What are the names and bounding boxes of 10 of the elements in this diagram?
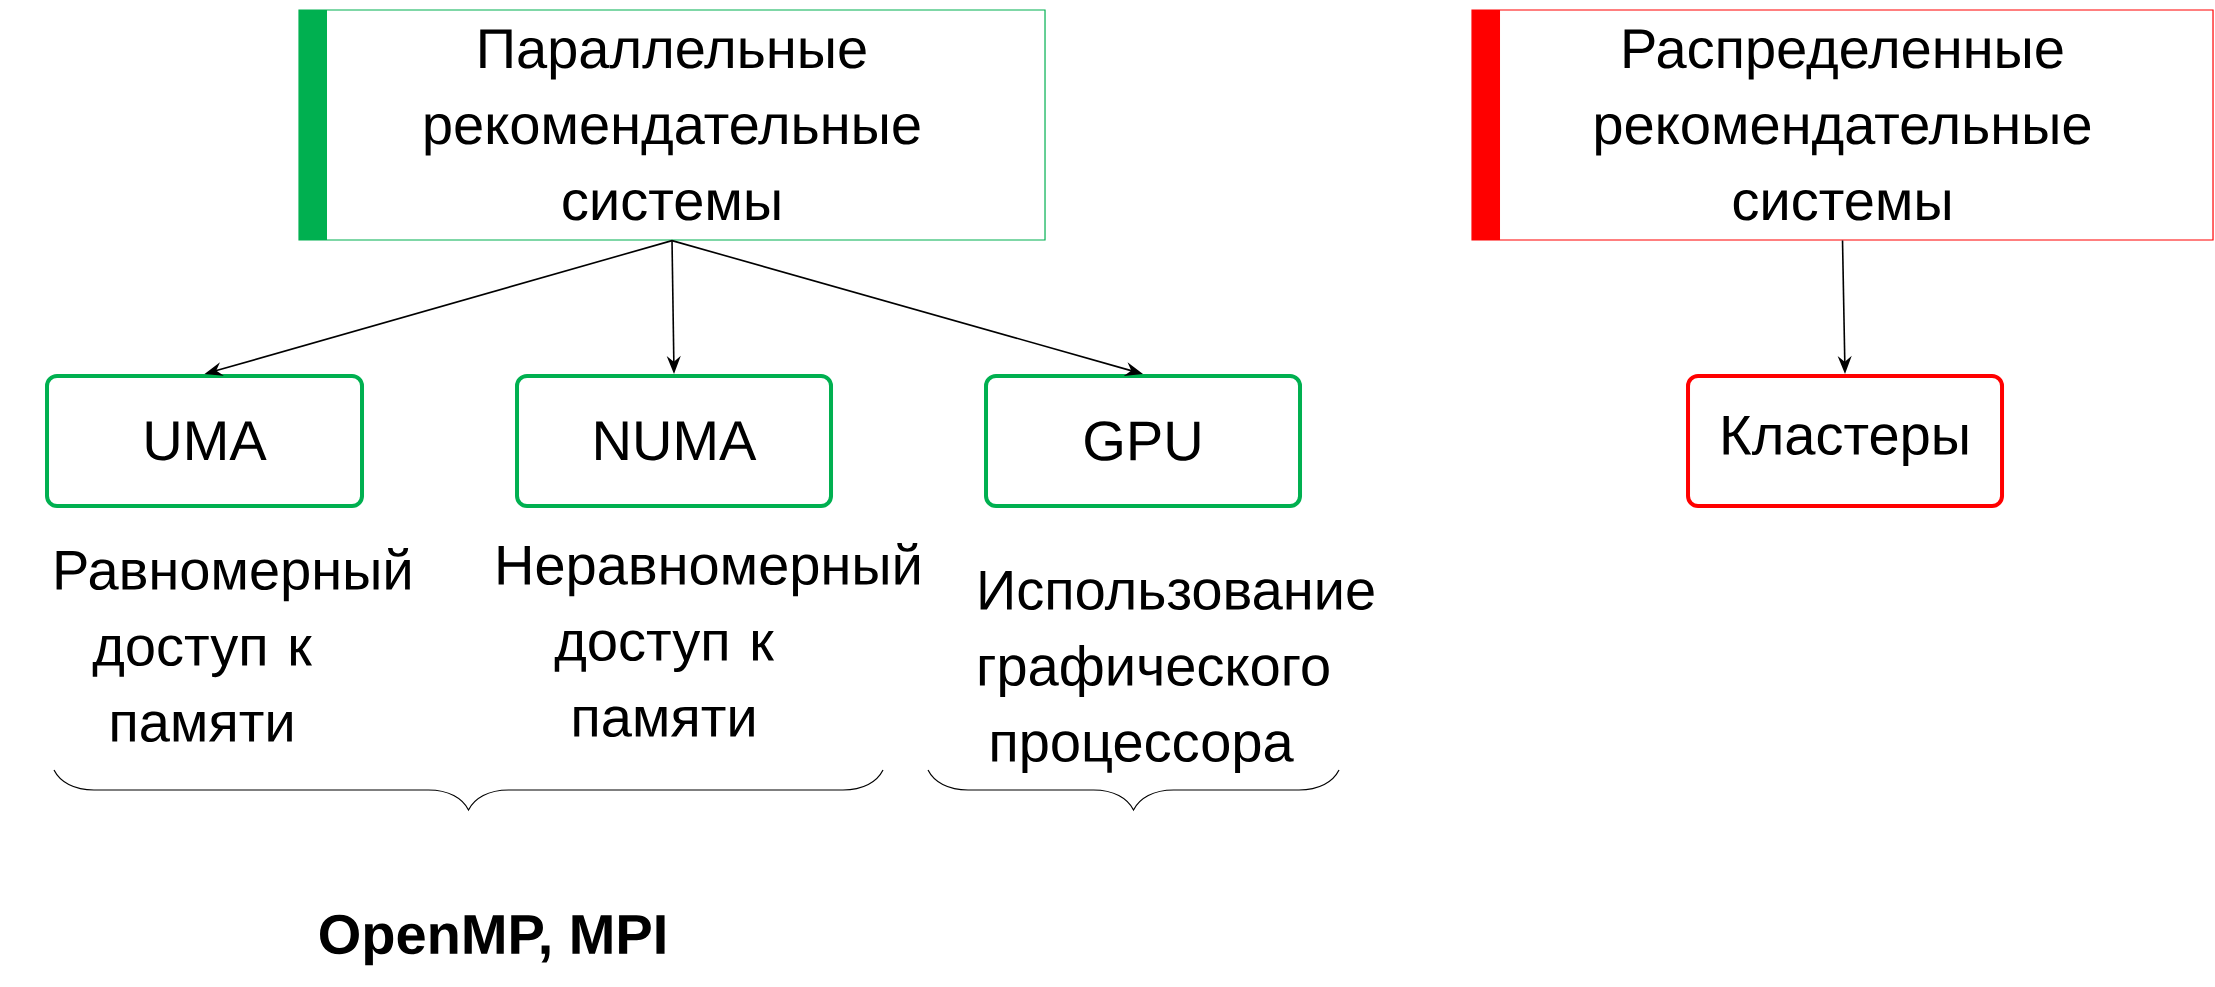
node-caption: Неравномерный доступ к памяти [498, 542, 919, 738]
category-box: GPU [984, 374, 1302, 508]
heading-box: Распределенные рекомендательные системы [1471, 9, 2214, 241]
category-box: Кластеры [1686, 374, 2004, 508]
node-caption: Равномерный доступ к памяти [56, 547, 410, 743]
category-box: UMA [45, 374, 364, 508]
technology-label: OpenMP, MPI [320, 914, 665, 966]
node-caption: Использование графического процессора [979, 570, 1374, 774]
category-box: NUMA [515, 374, 833, 508]
heading-box: Параллельные рекомендательные системы [298, 9, 1046, 241]
